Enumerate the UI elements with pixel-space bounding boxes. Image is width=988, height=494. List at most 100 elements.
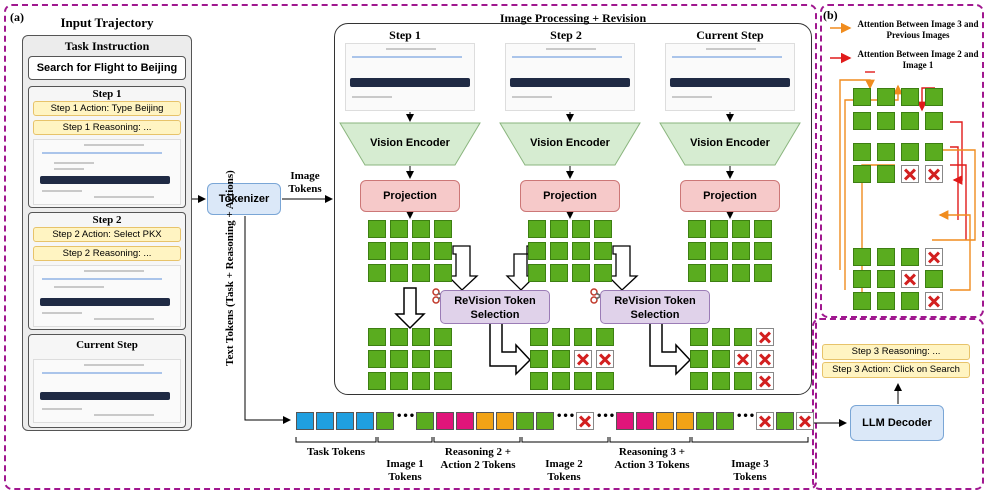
attention-grid-token — [925, 270, 943, 288]
sequence-ellipsis: ••• — [736, 411, 756, 422]
sel3-grid-token — [690, 350, 708, 368]
proj3-grid-token — [710, 242, 728, 260]
tokenizer-box: Tokenizer — [207, 183, 281, 215]
sel2-grid-token — [552, 328, 570, 346]
proj3-grid-token — [688, 242, 706, 260]
sel1-grid-token — [412, 328, 430, 346]
attention-grid-removed-token — [925, 248, 943, 266]
col2-screenshot — [505, 43, 635, 111]
proj3-grid-token — [732, 220, 750, 238]
sel2-grid-token — [574, 372, 592, 390]
legend-red-text: Attention Between Image 2 and Image 1 — [857, 49, 979, 70]
current-screenshot — [33, 359, 181, 423]
sel3-grid-token — [690, 372, 708, 390]
attention-grid-token — [901, 292, 919, 310]
image-tokens-label: Image Tokens — [288, 170, 322, 195]
step1-action: Step 1 Action: Type Beijing — [33, 101, 181, 116]
seq-label-image3: Image 3 Tokens — [731, 458, 769, 483]
sequence-ellipsis: ••• — [596, 411, 616, 422]
seq-label-task: Task Tokens — [306, 446, 365, 458]
sel2-grid-token — [530, 372, 548, 390]
col3-screenshot — [665, 43, 795, 111]
seq-label-ra2: Reasoning 2 + Action 2 Tokens — [440, 446, 516, 471]
sel2-grid-token — [552, 372, 570, 390]
sequence-reasoning-token — [616, 412, 634, 430]
sequence-reasoning-token — [636, 412, 654, 430]
sel3-grid-token — [712, 372, 730, 390]
proj2-grid-token — [528, 242, 546, 260]
trajectory-title: Input Trajectory — [60, 15, 154, 30]
task-instruction: Search for Flight to Beijing — [28, 56, 186, 80]
sequence-ellipsis: ••• — [396, 411, 416, 422]
sel2-grid-token — [596, 372, 614, 390]
seq-label-image1: Image 1 Tokens — [386, 458, 424, 483]
proj2-grid-token — [594, 264, 612, 282]
step1-card: Step 1 Step 1 Action: Type Beijing Step … — [28, 86, 186, 208]
sequence-image-token — [716, 412, 734, 430]
proj1-grid-token — [412, 220, 430, 238]
attention-grid-token — [877, 143, 895, 161]
sel3-grid-removed-token — [756, 372, 774, 390]
proj3-grid-token — [732, 242, 750, 260]
revision-selection-2: ReVision Token Selection — [600, 290, 710, 324]
sequence-action-token — [496, 412, 514, 430]
projection-2: Projection — [520, 180, 620, 212]
sequence-action-token — [656, 412, 674, 430]
sequence-task-token — [296, 412, 314, 430]
proj3-grid-token — [754, 264, 772, 282]
attention-grid-token — [877, 292, 895, 310]
col1-screenshot — [345, 43, 475, 111]
attention-grid-token — [877, 165, 895, 183]
output-action: Step 3 Action: Click on Search — [822, 362, 970, 378]
proj1-grid-token — [390, 264, 408, 282]
proj1-grid-token — [390, 242, 408, 260]
panel-b-frame — [820, 4, 984, 318]
attention-grid-token — [853, 88, 871, 106]
output-frame — [812, 318, 984, 490]
step2-title: Step 2 — [92, 214, 122, 226]
sel3-grid-token — [734, 328, 752, 346]
sel1-grid-token — [368, 328, 386, 346]
proj3-grid-token — [688, 220, 706, 238]
vision-encoder-1: Vision Encoder — [370, 137, 450, 149]
sel1-grid-token — [412, 350, 430, 368]
attention-grid-token — [925, 88, 943, 106]
attention-grid-token — [877, 112, 895, 130]
panel-a-frame — [4, 4, 817, 490]
proj2-grid-token — [550, 242, 568, 260]
sequence-removed-token — [576, 412, 594, 430]
sequence-image-token — [696, 412, 714, 430]
proj1-grid-token — [412, 242, 430, 260]
sequence-reasoning-token — [456, 412, 474, 430]
sel1-grid-token — [434, 350, 452, 368]
sel3-grid-token — [690, 328, 708, 346]
proj2-grid-token — [572, 220, 590, 238]
sequence-removed-token — [756, 412, 774, 430]
attention-grid-token — [901, 88, 919, 106]
proj1-grid-token — [368, 220, 386, 238]
step1-title: Step 1 — [92, 88, 122, 100]
projection-1: Projection — [360, 180, 460, 212]
proj1-grid-token — [368, 264, 386, 282]
attention-grid-removed-token — [901, 165, 919, 183]
vision-encoder-2: Vision Encoder — [530, 137, 610, 149]
proj1-grid-token — [434, 264, 452, 282]
col1-title: Step 1 — [389, 28, 421, 42]
attention-grid-removed-token — [925, 165, 943, 183]
attention-grid-token — [853, 165, 871, 183]
attention-grid-token — [877, 270, 895, 288]
sel3-grid-removed-token — [734, 350, 752, 368]
proj3-grid-token — [688, 264, 706, 282]
proj2-grid-token — [550, 220, 568, 238]
proj3-grid-token — [754, 220, 772, 238]
sequence-image-token — [376, 412, 394, 430]
attention-grid-token — [853, 248, 871, 266]
sel1-grid-token — [434, 328, 452, 346]
step2-screenshot — [33, 265, 181, 327]
proj2-grid-token — [594, 242, 612, 260]
llm-decoder-box: LLM Decoder — [850, 405, 944, 441]
sel1-grid-token — [412, 372, 430, 390]
proj2-grid-token — [528, 264, 546, 282]
sel3-grid-token — [734, 372, 752, 390]
